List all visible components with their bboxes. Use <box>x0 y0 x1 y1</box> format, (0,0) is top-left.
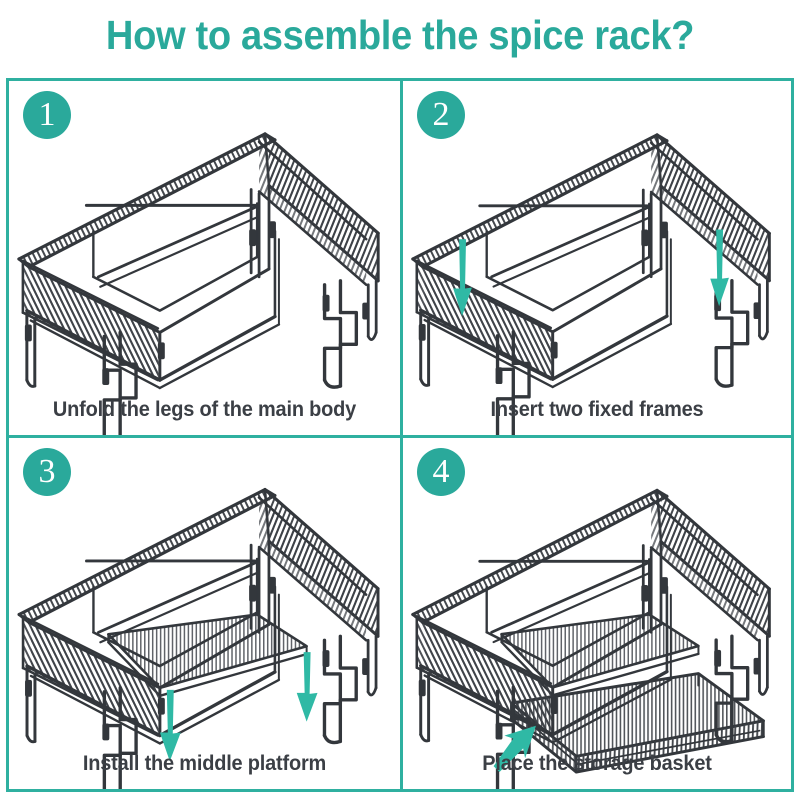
spice-rack-illustration-step-1 <box>17 132 380 435</box>
page-title: How to assemble the spice rack? <box>105 12 695 58</box>
step-panel-4: 4 <box>400 435 791 789</box>
spice-rack-illustration-step-2 <box>411 133 771 435</box>
step-panel-1: 1 <box>9 81 400 435</box>
step-number-badge-4: 4 <box>417 448 465 496</box>
step-panel-2: 2 <box>400 81 791 435</box>
arrow-down-right-step-2 <box>710 229 729 307</box>
step-number-badge-2: 2 <box>417 91 465 139</box>
spice-rack-illustration-step-3 <box>17 487 380 789</box>
steps-grid: 1 <box>6 78 794 792</box>
step-caption-2: Insert two fixed frames <box>490 398 704 421</box>
arrow-down-left-step-2 <box>453 239 472 317</box>
arrow-down-left-step-3 <box>159 689 181 762</box>
step-number-badge-1: 1 <box>23 91 71 139</box>
spice-rack-illustration-step-4 <box>411 488 771 789</box>
step-caption-1: Unfold the legs of the main body <box>52 398 357 421</box>
arrow-diagonal-up-left-step-4 <box>493 725 536 773</box>
step-caption-3: Install the middle platform <box>82 752 327 775</box>
step-panel-3: 3 <box>9 435 400 789</box>
step-caption-4: Place the storage basket <box>482 752 712 775</box>
arrow-down-right-step-3 <box>296 652 318 722</box>
step-number-badge-3: 3 <box>23 448 71 496</box>
